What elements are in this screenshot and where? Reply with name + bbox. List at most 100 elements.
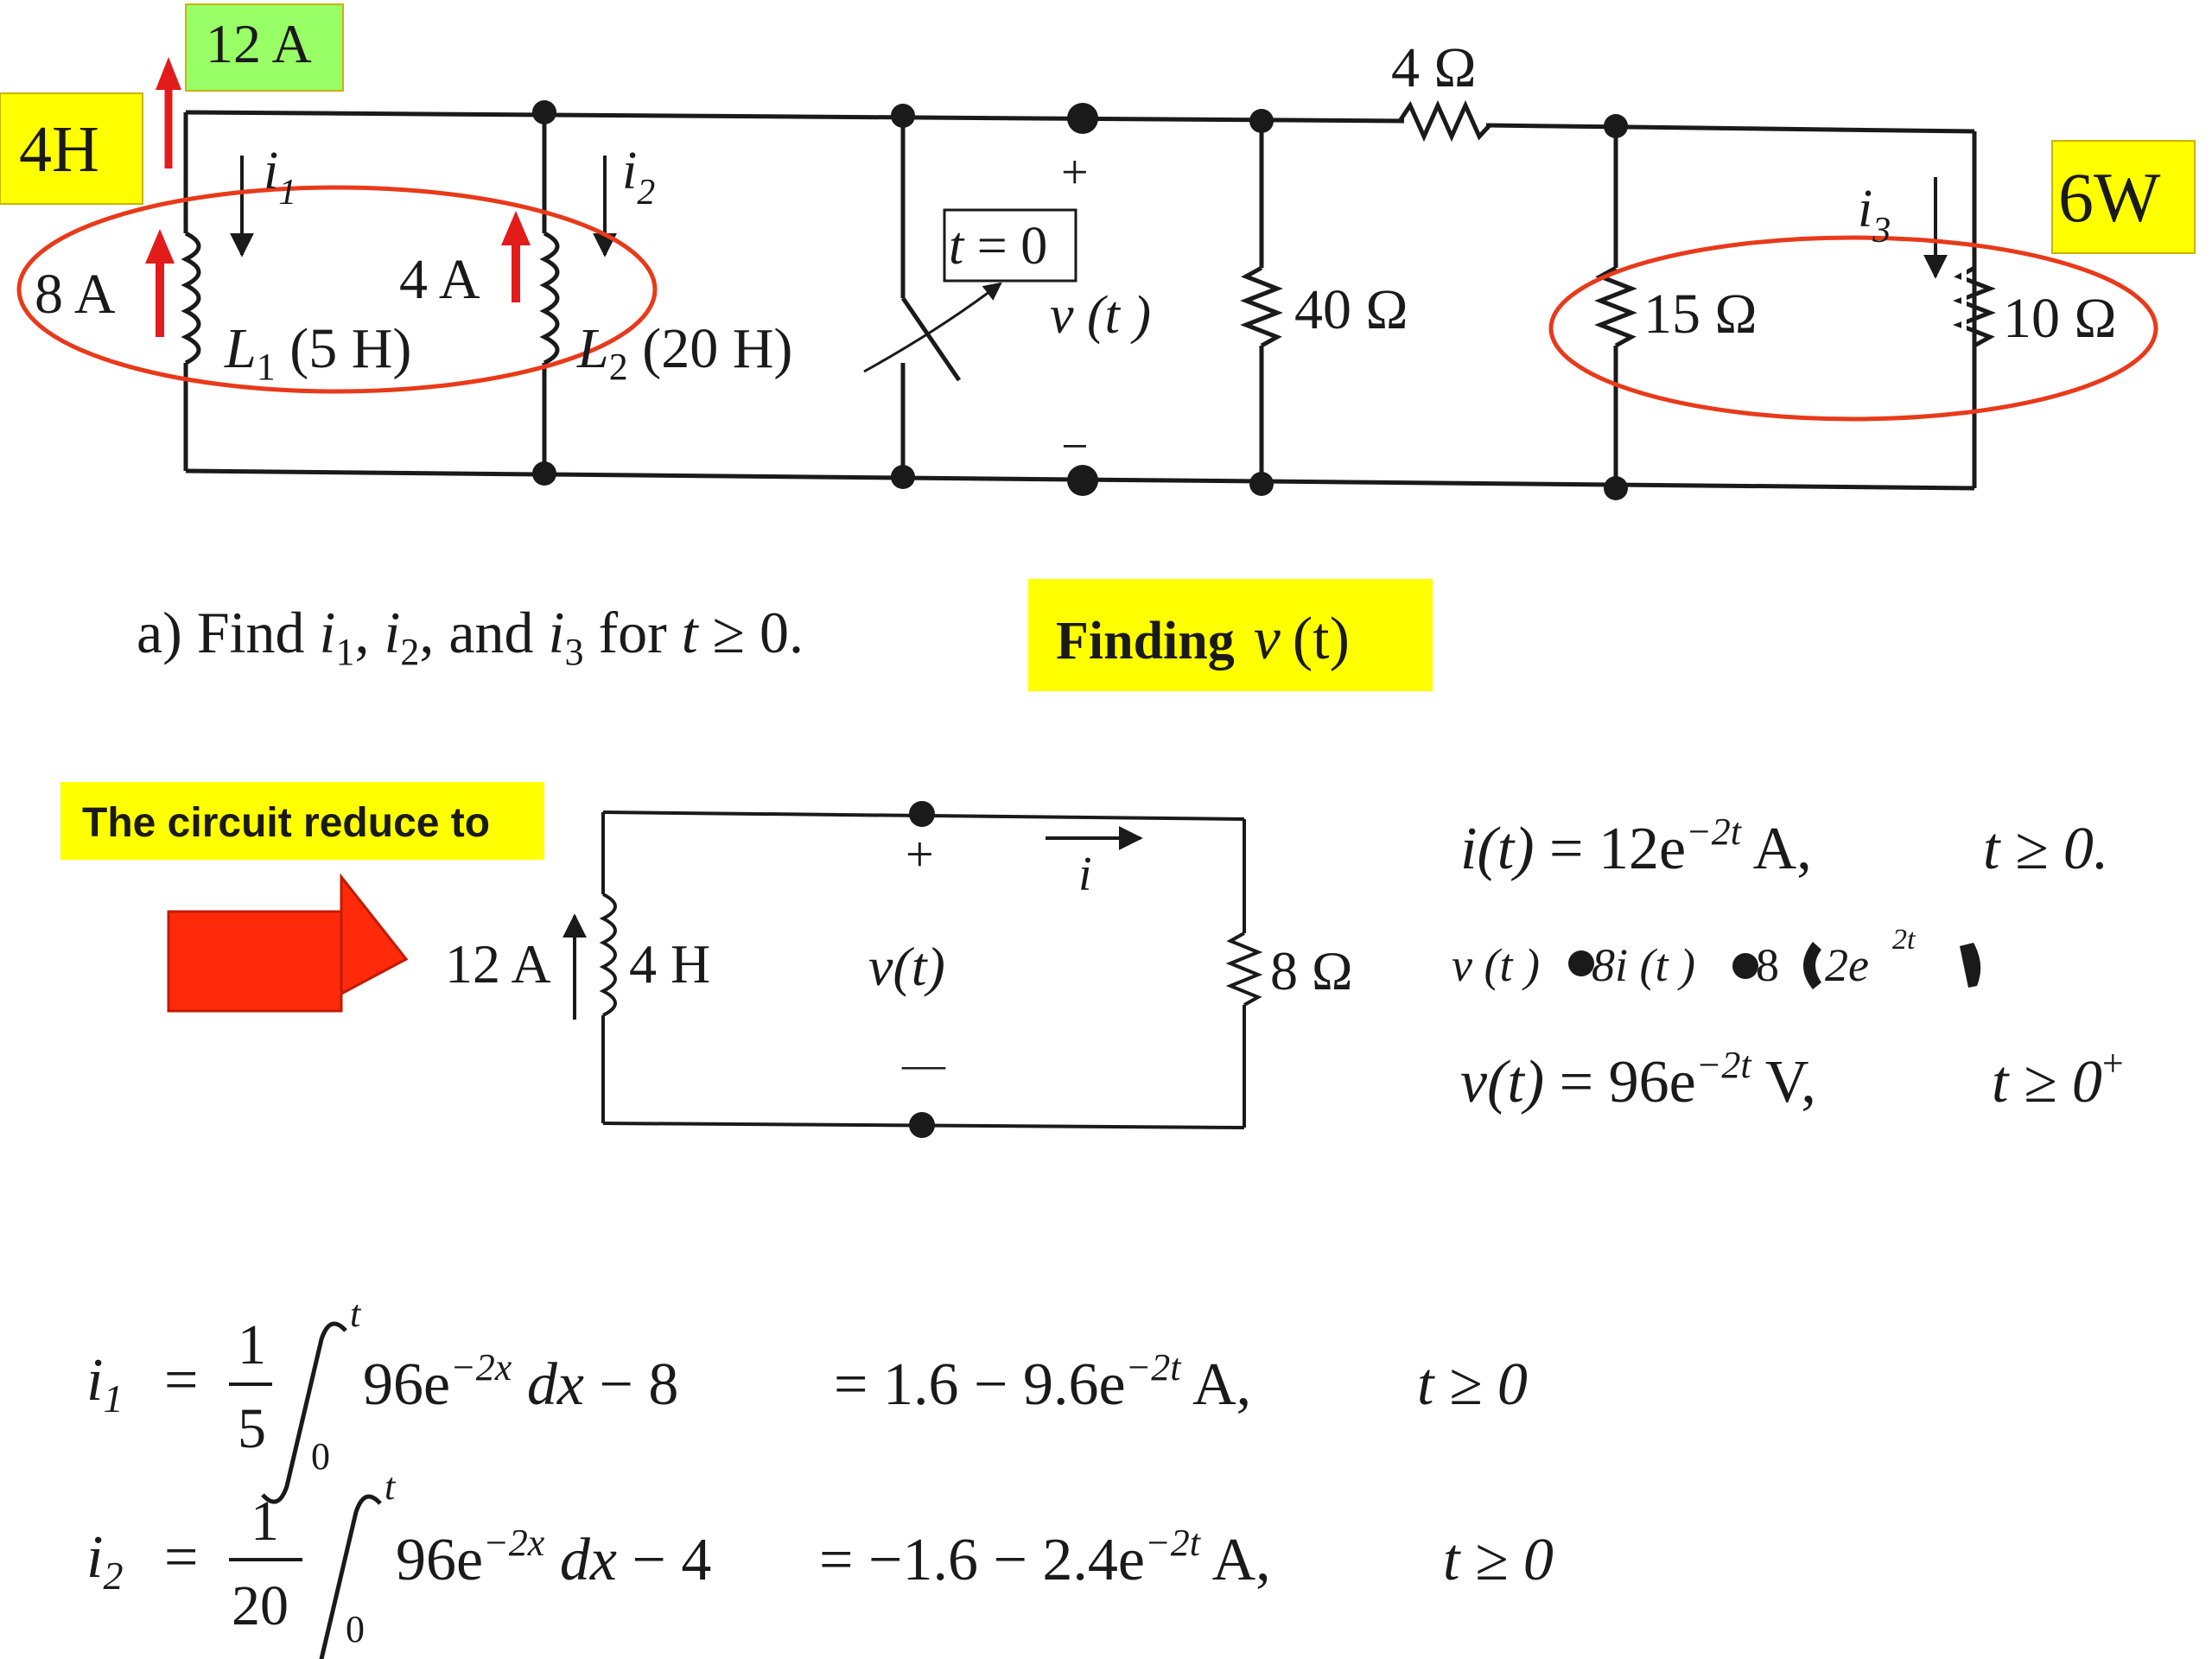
eq-v-of-t: v(t) = 96e−2t V, [1460,1044,1816,1116]
node [1249,472,1274,496]
node [891,104,915,128]
eq-v-condition: t ≥ 0+ [1992,1042,2124,1116]
reduced-plus: + [906,826,934,882]
i1-condition: t ≥ 0 [1417,1351,1528,1418]
callout-4h-box [0,92,143,205]
r15-label: 15 Ω [1643,283,1758,346]
eq-garbled-5: 2t [1892,924,1916,956]
initial-current-arrows [145,57,531,337]
top-rail-right [1485,123,1975,134]
terminal-plus [1067,103,1098,134]
l1-coil [181,231,201,365]
minus-sign: − [1061,420,1089,474]
integral-marks [229,1321,382,1659]
reduced-resistor-zigzag [1225,931,1263,1007]
eq-garbled-4: 2e [1825,939,1869,991]
eq-i-condition: t ≥ 0. [1983,816,2108,882]
r40-zigzag [1240,265,1283,348]
terminal-minus [1067,465,1098,496]
i2-lower-limit: 0 [346,1608,365,1650]
eq-garbled-2: 8i (t ) [1592,939,1695,991]
node [1249,109,1274,133]
question-text: a) Find i1, i2, and i3 for t ≥ 0. [137,600,804,673]
eq-garbled-3: 8 [1756,939,1779,991]
inductors-ellipse [16,185,658,394]
integral-sign-1 [261,1321,347,1504]
garbled-dot [1732,953,1758,979]
eq-garbled-1: v (t ) [1452,939,1540,991]
r4-zigzag [1397,99,1491,143]
garbled-paren [1803,942,1821,989]
r10-label: 10 Ω [2003,287,2117,350]
i1-integrand: 96e−2x dx − 8 [363,1346,678,1418]
arrow-12a-head [156,57,181,90]
reduced-node-bottom [909,1112,935,1138]
i1-upper-limit: t [350,1293,362,1335]
reduced-current-label: 12 A [445,933,551,995]
r40-label: 40 Ω [1294,278,1408,341]
node [532,100,556,124]
switch-pointer-arrow [863,282,1002,373]
callout-4h-label: 4H [19,113,99,186]
callout-6w-label: 6W [2058,158,2161,237]
reduced-node-top [909,801,935,827]
i2-condition: t ≥ 0 [1443,1527,1554,1593]
eq-i-of-t: i(t) = 12e−2t A, [1460,810,1812,882]
switch-label-box [943,208,1077,283]
i2-frac-den: 20 [232,1574,289,1637]
i2-lhs: i2 [86,1524,123,1598]
init-current-8a: 8 A [35,263,116,326]
node [1604,476,1628,500]
top-rail-left [185,110,1405,124]
i3-label: i3 [1858,180,1891,251]
l2-label: L2 (20 H) [576,317,792,388]
reduce-arrow-head [340,873,409,996]
reduce-box [60,782,544,860]
top-circuit [181,99,1996,491]
i1-label: i1 [264,142,296,213]
r15-zigzag [1594,265,1637,348]
reduced-v-label: v(t) [868,936,945,997]
integral-sign-2 [319,1494,382,1659]
garbled-paren [1960,943,1981,988]
finding-box [1028,579,1433,691]
reduced-coil [599,893,617,1017]
arrow-4a-head [501,211,531,245]
i2-frac-num: 1 [251,1490,279,1553]
i1-result: = 1.6 − 9.6e−2t A, [834,1346,1251,1418]
texts: 12 A 4H 6W 8 A 4 A i1 i2 i3 L1 (5 H) L2 … [19,13,2161,1650]
r10-gap [1961,270,1967,344]
i2-label: i2 [622,142,655,213]
garbled-dot [1568,950,1594,976]
reduced-minus: — [901,1039,946,1088]
switch-time-label: t = 0 [949,217,1047,276]
i1-equals: = [164,1347,198,1414]
i2-result: = −1.6 − 2.4e−2t A, [819,1522,1271,1593]
i1-frac-num: 1 [238,1313,266,1376]
i2-integrand: 96e−2x dx − 4 [396,1522,711,1593]
node [532,461,556,486]
current-arrows [230,156,1948,279]
v-label: v (t ) [1050,286,1151,345]
top-nodes [532,100,1628,500]
garbled-glyphs [1568,942,1981,989]
reduced-inductor-label: 4 H [629,933,710,995]
reduced-i-label: i [1078,848,1092,901]
r4-label: 4 Ω [1391,36,1477,99]
i1-frac-den: 5 [238,1397,266,1460]
l1-label: L1 (5 H) [224,317,411,388]
i1-lower-limit: 0 [311,1435,330,1478]
arrow-8a-head [145,229,175,264]
callout-12a-box [185,3,344,92]
plus-sign: + [1061,146,1089,200]
init-current-4a: 4 A [399,248,480,311]
i2-equals: = [164,1524,198,1591]
switch-blade [900,296,962,382]
callout-12a-label: 12 A [206,13,312,74]
node [1604,114,1628,138]
callout-6w-box [2051,140,2196,254]
resistors-ellipse [1548,235,2158,422]
